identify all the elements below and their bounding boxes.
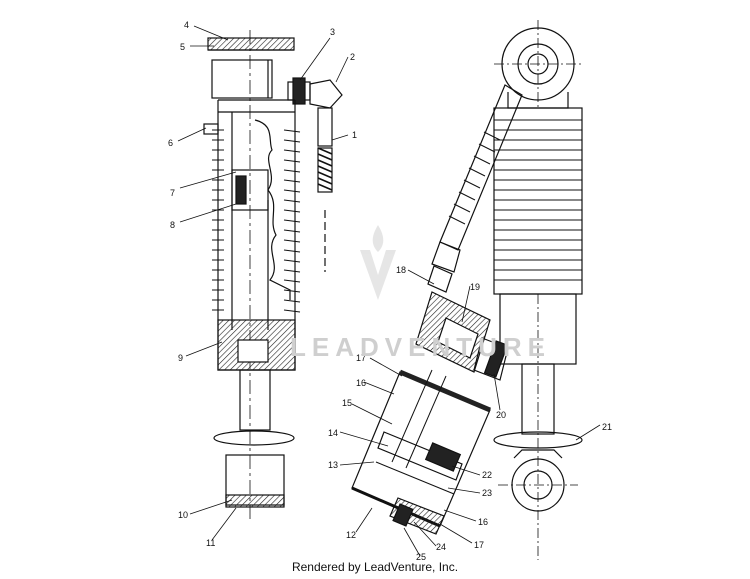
callout-8: 8 <box>170 220 175 230</box>
callout-22: 22 <box>482 470 492 480</box>
callout-12: 12 <box>346 530 356 540</box>
callout-14: 14 <box>328 428 338 438</box>
callout-1: 1 <box>352 130 357 140</box>
footer-credit: Rendered by LeadVenture, Inc. <box>291 560 459 574</box>
callout-13: 13 <box>328 460 338 470</box>
callout-leaders <box>177 25 601 557</box>
watermark-logo-icon <box>360 225 396 300</box>
callout-25: 25 <box>416 552 426 562</box>
callout-17b: 17 <box>474 540 484 550</box>
callout-20: 20 <box>496 410 506 420</box>
callout-4: 4 <box>184 20 189 30</box>
callout-3: 3 <box>330 27 335 37</box>
callout-6: 6 <box>168 138 173 148</box>
callout-labels: 1 2 3 4 5 6 7 8 9 10 11 12 13 14 15 16 1… <box>168 20 612 562</box>
callout-19: 19 <box>470 282 480 292</box>
callout-9: 9 <box>178 353 183 363</box>
watermark-text: LEADVENTURE <box>290 332 552 362</box>
callout-17: 17 <box>356 353 366 363</box>
callout-10: 10 <box>178 510 188 520</box>
callout-18: 18 <box>396 265 406 275</box>
callout-15: 15 <box>342 398 352 408</box>
callout-16b: 16 <box>478 517 488 527</box>
right-shock-exterior <box>427 20 583 560</box>
left-shock-cutaway <box>203 30 343 520</box>
callout-11: 11 <box>206 538 215 548</box>
callout-16: 16 <box>356 378 366 388</box>
callout-21: 21 <box>602 422 612 432</box>
callout-23: 23 <box>482 488 492 498</box>
callout-2: 2 <box>350 52 355 62</box>
reservoir-cutaway <box>351 291 509 535</box>
callout-5: 5 <box>180 42 185 52</box>
callout-24: 24 <box>436 542 446 552</box>
callout-7: 7 <box>170 188 175 198</box>
